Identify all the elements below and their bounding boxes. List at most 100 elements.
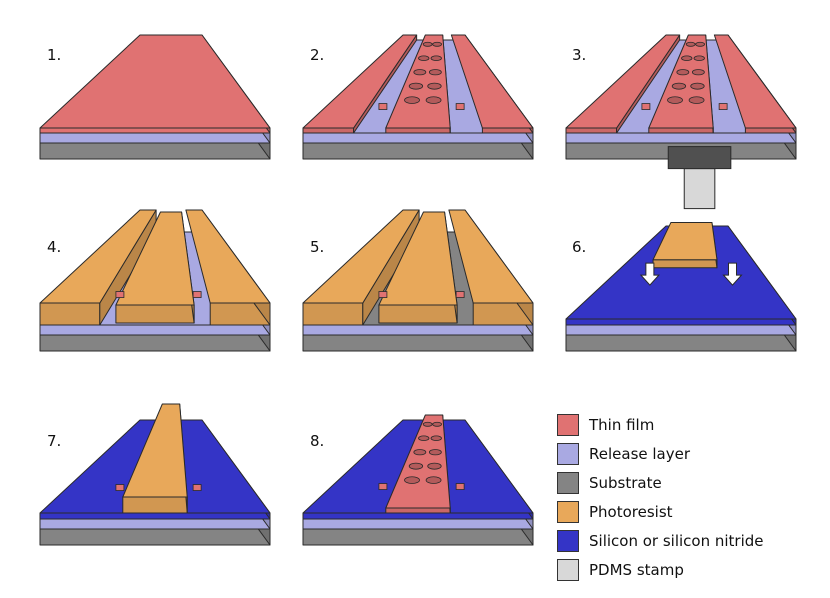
legend-label: Silicon or silicon nitride [589,532,764,550]
release-hole [413,69,427,76]
film-side-left-front [565,127,618,134]
panel-1 [39,34,271,160]
film-side-left-top [302,34,418,129]
anchor-tab [378,483,388,490]
release-hole [693,55,705,62]
legend-swatch [557,530,579,552]
release-hole [428,69,442,76]
legend-item-thin-film: Thin film [557,414,654,436]
anchor-tab [192,291,202,298]
layer-front-release [39,132,271,144]
release-hole [432,421,443,427]
anchor-tab [378,291,388,298]
legend-label: Photoresist [589,503,673,521]
release-hole [430,55,442,62]
anchor-tab [641,103,651,110]
down-arrow-icon [639,262,661,286]
layer-front-release [39,518,271,530]
legend-swatch [557,443,579,465]
film-side-right-front [744,127,797,134]
release-hole [404,476,420,484]
step-label-1: 1. [47,46,62,64]
release-hole [425,96,442,104]
legend-swatch [557,472,579,494]
film-side-left-front [302,127,355,134]
thin-film-top [39,34,271,129]
panel-4 [39,209,271,352]
layer-front-release [302,132,534,144]
release-hole [430,435,442,442]
resist-right-top [448,209,534,304]
legend-label: PDMS stamp [589,561,684,579]
legend-label: Release layer [589,445,691,463]
layer-front-release [565,324,797,336]
layer-front-silicon [302,512,534,520]
release-hole [427,462,442,470]
transferred-resist-top [122,403,188,498]
release-hole [688,96,705,104]
release-hole [408,82,424,90]
release-hole [418,435,430,442]
anchor-tab [718,103,728,110]
release-hole [681,55,693,62]
legend-label: Substrate [589,474,662,492]
legend-item-substrate: Substrate [557,472,662,494]
resist-left-front [39,302,101,326]
layer-front-substrate [39,334,271,352]
panel-6 [565,146,797,352]
film-side-right-front [481,127,534,134]
layer-front-release [302,324,534,336]
resist-center-front [378,304,458,324]
step-label-4: 4. [47,238,62,256]
legend-item-photoresist: Photoresist [557,501,673,523]
resist-center-top [115,211,195,306]
panel-5 [302,209,534,352]
layer-front-substrate [565,334,797,352]
film-bridge-front [385,127,451,134]
film-side-right-top [450,34,534,129]
lifted-resist-front [652,259,718,269]
layer-front-thin-film [39,127,271,134]
resist-right-top [185,209,271,304]
release-hole [425,476,442,484]
layer-front-substrate [302,334,534,352]
down-arrow-icon [722,262,743,286]
step-label-7: 7. [47,432,62,450]
resist-left-top [302,209,420,304]
release-hole [404,96,420,104]
anchor-tab [192,484,202,491]
lifted-resist-top [652,222,718,261]
step-label-2: 2. [310,46,325,64]
release-hole [418,55,430,62]
resist-left-top [39,209,157,304]
resist-center-front [115,304,195,324]
legend-swatch [557,501,579,523]
step-label-8: 8. [310,432,325,450]
film-bridge-front [648,127,714,134]
pdms-stamp [683,168,716,210]
release-hole [671,82,687,90]
film-side-right-top [713,34,797,129]
layer-front-substrate [302,142,534,160]
release-hole [408,462,424,470]
anchor-tab [115,291,125,298]
release-hole [422,421,433,427]
transferred-film-front [385,507,451,514]
legend-item-pdms-stamp: PDMS stamp [557,559,684,581]
anchor-tab [455,291,465,298]
legend-item-release-layer: Release layer [557,443,690,465]
release-hole [690,82,705,90]
release-hole [432,41,443,47]
release-hole [428,449,442,456]
anchor-tab [455,103,465,110]
release-hole [427,82,442,90]
step-label-5: 5. [310,238,325,256]
panel-2 [302,34,534,160]
step-label-3: 3. [572,46,587,64]
legend-swatch [557,559,579,581]
layer-front-silicon [39,512,271,520]
anchor-tab [378,103,388,110]
layer-front-release [565,132,797,144]
resist-left-front [302,302,364,326]
